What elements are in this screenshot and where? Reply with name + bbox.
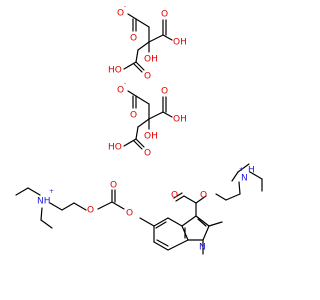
atom-o: O	[117, 9, 124, 19]
bond	[249, 171, 263, 180]
atom-ho: HO	[108, 66, 122, 76]
structure-canvas: O - O O OH OH HO O O - O O OH OH HO O	[15, 3, 263, 255]
atom-o: O	[161, 87, 168, 97]
bond	[167, 239, 189, 251]
bond	[133, 140, 143, 150]
atom-oh: OH	[144, 132, 158, 142]
bond	[40, 207, 43, 221]
atom-o: O	[161, 10, 168, 20]
bond	[111, 201, 125, 210]
atom-n: N	[199, 243, 206, 253]
bond	[175, 195, 185, 202]
bond	[40, 219, 53, 229]
molecule-drawing: O - O O OH OH HO O O - O O OH OH HO O	[15, 3, 263, 255]
bond	[135, 61, 145, 71]
bond	[137, 118, 150, 128]
citrate-anion-1: O - O O OH OH HO O	[108, 3, 187, 82]
bond	[27, 187, 41, 196]
bond	[73, 202, 87, 211]
atom-o: O	[130, 34, 137, 44]
atom-o: O	[144, 72, 151, 82]
atom-o: O	[126, 209, 133, 219]
bond	[61, 202, 75, 211]
charge-minus: -	[124, 3, 126, 10]
bond	[155, 221, 167, 229]
atom-n: N	[241, 174, 248, 184]
bond	[137, 41, 150, 51]
atom-o: O	[87, 206, 94, 216]
bond	[181, 215, 197, 227]
charge-plus: +	[49, 188, 54, 195]
indole-dication: N H + O O N O O	[15, 163, 263, 255]
atom-o: O	[130, 111, 137, 121]
charge-plus: +	[239, 166, 244, 173]
bond	[135, 95, 150, 105]
atom-o: O	[144, 149, 151, 159]
atom-oh: OH	[173, 115, 187, 125]
bond	[162, 34, 173, 41]
bond	[148, 34, 164, 43]
atom-o: O	[200, 191, 207, 201]
atom-o: O	[171, 191, 178, 201]
bond	[133, 63, 143, 73]
bond	[123, 61, 137, 70]
bond	[135, 126, 139, 140]
atom-oh: OH	[173, 38, 187, 48]
bond	[97, 201, 113, 210]
bond	[173, 192, 183, 199]
atom-ho: HO	[108, 143, 122, 153]
atom-o: O	[117, 86, 124, 96]
bond	[208, 221, 223, 227]
bond	[135, 49, 139, 63]
atom-nh: NH	[37, 197, 51, 207]
bond	[153, 241, 169, 251]
bond	[237, 163, 250, 173]
bond	[162, 111, 173, 118]
bond	[215, 193, 227, 201]
bond	[238, 181, 241, 195]
atom-o: O	[110, 181, 117, 191]
charge-minus: -	[124, 80, 126, 87]
bond	[183, 195, 197, 204]
bond	[197, 218, 207, 227]
bond	[127, 13, 137, 20]
bond	[135, 138, 145, 148]
citrate-anion-2: O - O O OH OH HO O	[108, 80, 187, 159]
atom-oh: OH	[144, 55, 158, 65]
bond	[139, 217, 155, 227]
bond	[195, 215, 210, 227]
bond	[156, 239, 169, 247]
bond	[231, 171, 239, 182]
bond	[153, 217, 169, 227]
bond	[202, 225, 210, 241]
bond	[225, 193, 241, 201]
bond	[123, 138, 137, 147]
bond	[167, 217, 183, 227]
atom-h: H	[248, 166, 255, 176]
bond	[15, 187, 29, 196]
bond	[195, 195, 207, 204]
bond	[135, 18, 150, 28]
bond	[49, 202, 63, 211]
bond	[148, 111, 164, 120]
bond	[127, 90, 137, 97]
